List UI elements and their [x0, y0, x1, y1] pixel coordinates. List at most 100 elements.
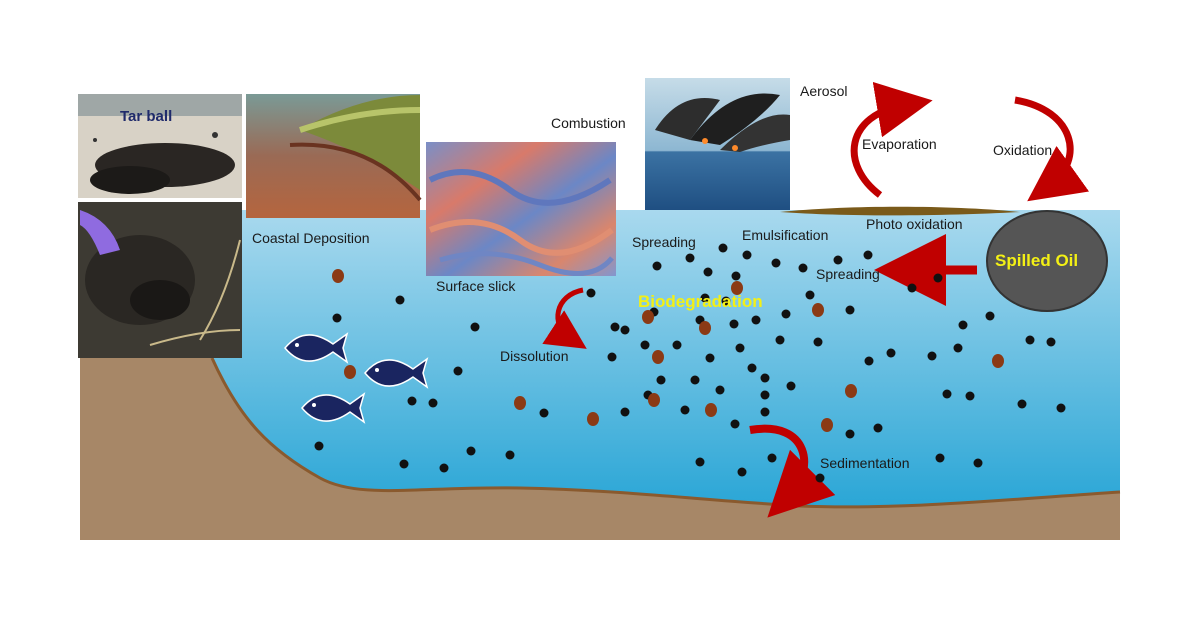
oil-droplet	[737, 467, 747, 477]
oil-droplet	[805, 290, 815, 300]
oil-droplet	[505, 450, 515, 460]
fish-icon	[301, 392, 366, 424]
oil-droplet	[886, 348, 896, 358]
coastal-marsh-photo	[246, 94, 422, 218]
oil-droplet	[428, 398, 438, 408]
biodegradation-label: Biodegradation	[638, 292, 763, 311]
oil-droplet	[729, 319, 739, 329]
surface-slick-photo	[426, 142, 616, 276]
oil-droplet	[813, 337, 823, 347]
oil-droplet	[730, 419, 740, 429]
oil-droplet	[718, 243, 728, 253]
emulsified-droplet	[812, 303, 824, 317]
oil-droplet	[798, 263, 808, 273]
oil-droplet	[863, 250, 873, 260]
tar-ball-photo	[78, 94, 242, 198]
oil-droplet	[703, 267, 713, 277]
sedimentation-arrow	[749, 424, 836, 518]
fish-icon	[284, 332, 349, 364]
emulsified-droplet	[699, 321, 711, 335]
water-body	[212, 210, 1120, 507]
oil-droplet	[845, 305, 855, 315]
emulsified-droplet	[514, 396, 526, 410]
fish-icon	[364, 357, 429, 389]
oil-film	[780, 206, 1020, 216]
oil-droplet	[942, 389, 952, 399]
oil-droplet	[965, 391, 975, 401]
oil-droplet	[705, 353, 715, 363]
oil-droplet	[935, 453, 945, 463]
oil-droplet	[395, 295, 405, 305]
oil-droplet	[760, 390, 770, 400]
oil-droplet	[760, 407, 770, 417]
oil-droplet	[907, 283, 917, 293]
spreading-label-upper: Spreading	[632, 234, 696, 250]
oil-droplet	[781, 309, 791, 319]
oxidation-arrow	[1014, 96, 1090, 202]
oil-droplet	[466, 446, 476, 456]
emulsified-droplet	[652, 350, 664, 364]
oil-droplet	[747, 363, 757, 373]
oil-droplet	[640, 340, 650, 350]
oil-droplet	[953, 343, 963, 353]
oil-droplet	[314, 441, 324, 451]
oil-droplet	[731, 271, 741, 281]
emulsified-droplet	[845, 384, 857, 398]
oil-droplet	[332, 313, 342, 323]
dissolution-arrow	[542, 287, 587, 349]
spilled-oil-circle	[986, 210, 1108, 312]
oil-droplet	[933, 273, 943, 283]
emulsified-droplet	[648, 393, 660, 407]
oil-droplet	[985, 311, 995, 321]
oil-droplet	[399, 459, 409, 469]
seabed	[80, 358, 1120, 540]
emulsified-droplet	[332, 269, 344, 283]
oil-droplet	[690, 375, 700, 385]
sedimentation-label: Sedimentation	[820, 455, 910, 471]
emulsification-label: Emulsification	[742, 227, 829, 243]
oil-droplet	[407, 396, 417, 406]
emulsified-droplet	[992, 354, 1004, 368]
oil-droplet	[760, 373, 770, 383]
oil-droplet	[700, 293, 710, 303]
oil-droplet	[470, 322, 480, 332]
oil-droplet	[864, 356, 874, 366]
oil-droplet	[539, 408, 549, 418]
spilled-oil-label: Spilled Oil	[995, 251, 1079, 270]
oil-droplet	[767, 453, 777, 463]
emulsified-droplet	[821, 418, 833, 432]
oil-droplet	[607, 352, 617, 362]
oil-droplet	[672, 340, 682, 350]
oil-droplet	[685, 253, 695, 263]
oil-droplet	[656, 375, 666, 385]
emulsified-droplet	[705, 403, 717, 417]
oil-droplet	[680, 405, 690, 415]
emulsified-droplet	[587, 412, 599, 426]
oil-droplet	[771, 258, 781, 268]
emulsified-droplet	[642, 310, 654, 324]
spreading-label-right: Spreading	[816, 266, 880, 282]
oil-droplet	[833, 255, 843, 265]
oil-droplets	[314, 243, 1066, 483]
photo-oxidation-label: Photo oxidation	[866, 216, 963, 232]
oil-droplet	[742, 250, 752, 260]
oil-droplet	[786, 381, 796, 391]
oil-droplet	[721, 296, 731, 306]
oil-droplet	[1056, 403, 1066, 413]
emulsified-droplet	[731, 281, 743, 295]
oil-droplet	[586, 288, 596, 298]
oil-droplet	[775, 335, 785, 345]
combustion-photo	[645, 78, 790, 210]
oil-droplet	[845, 429, 855, 439]
oil-droplet	[652, 261, 662, 271]
surface-slick-label: Surface slick	[436, 278, 516, 294]
oil-droplet	[1017, 399, 1027, 409]
oil-droplet	[873, 423, 883, 433]
oil-droplet	[1025, 335, 1035, 345]
oil-droplet	[1046, 337, 1056, 347]
oil-droplet	[695, 457, 705, 467]
oil-droplet	[715, 385, 725, 395]
oil-droplet	[735, 343, 745, 353]
